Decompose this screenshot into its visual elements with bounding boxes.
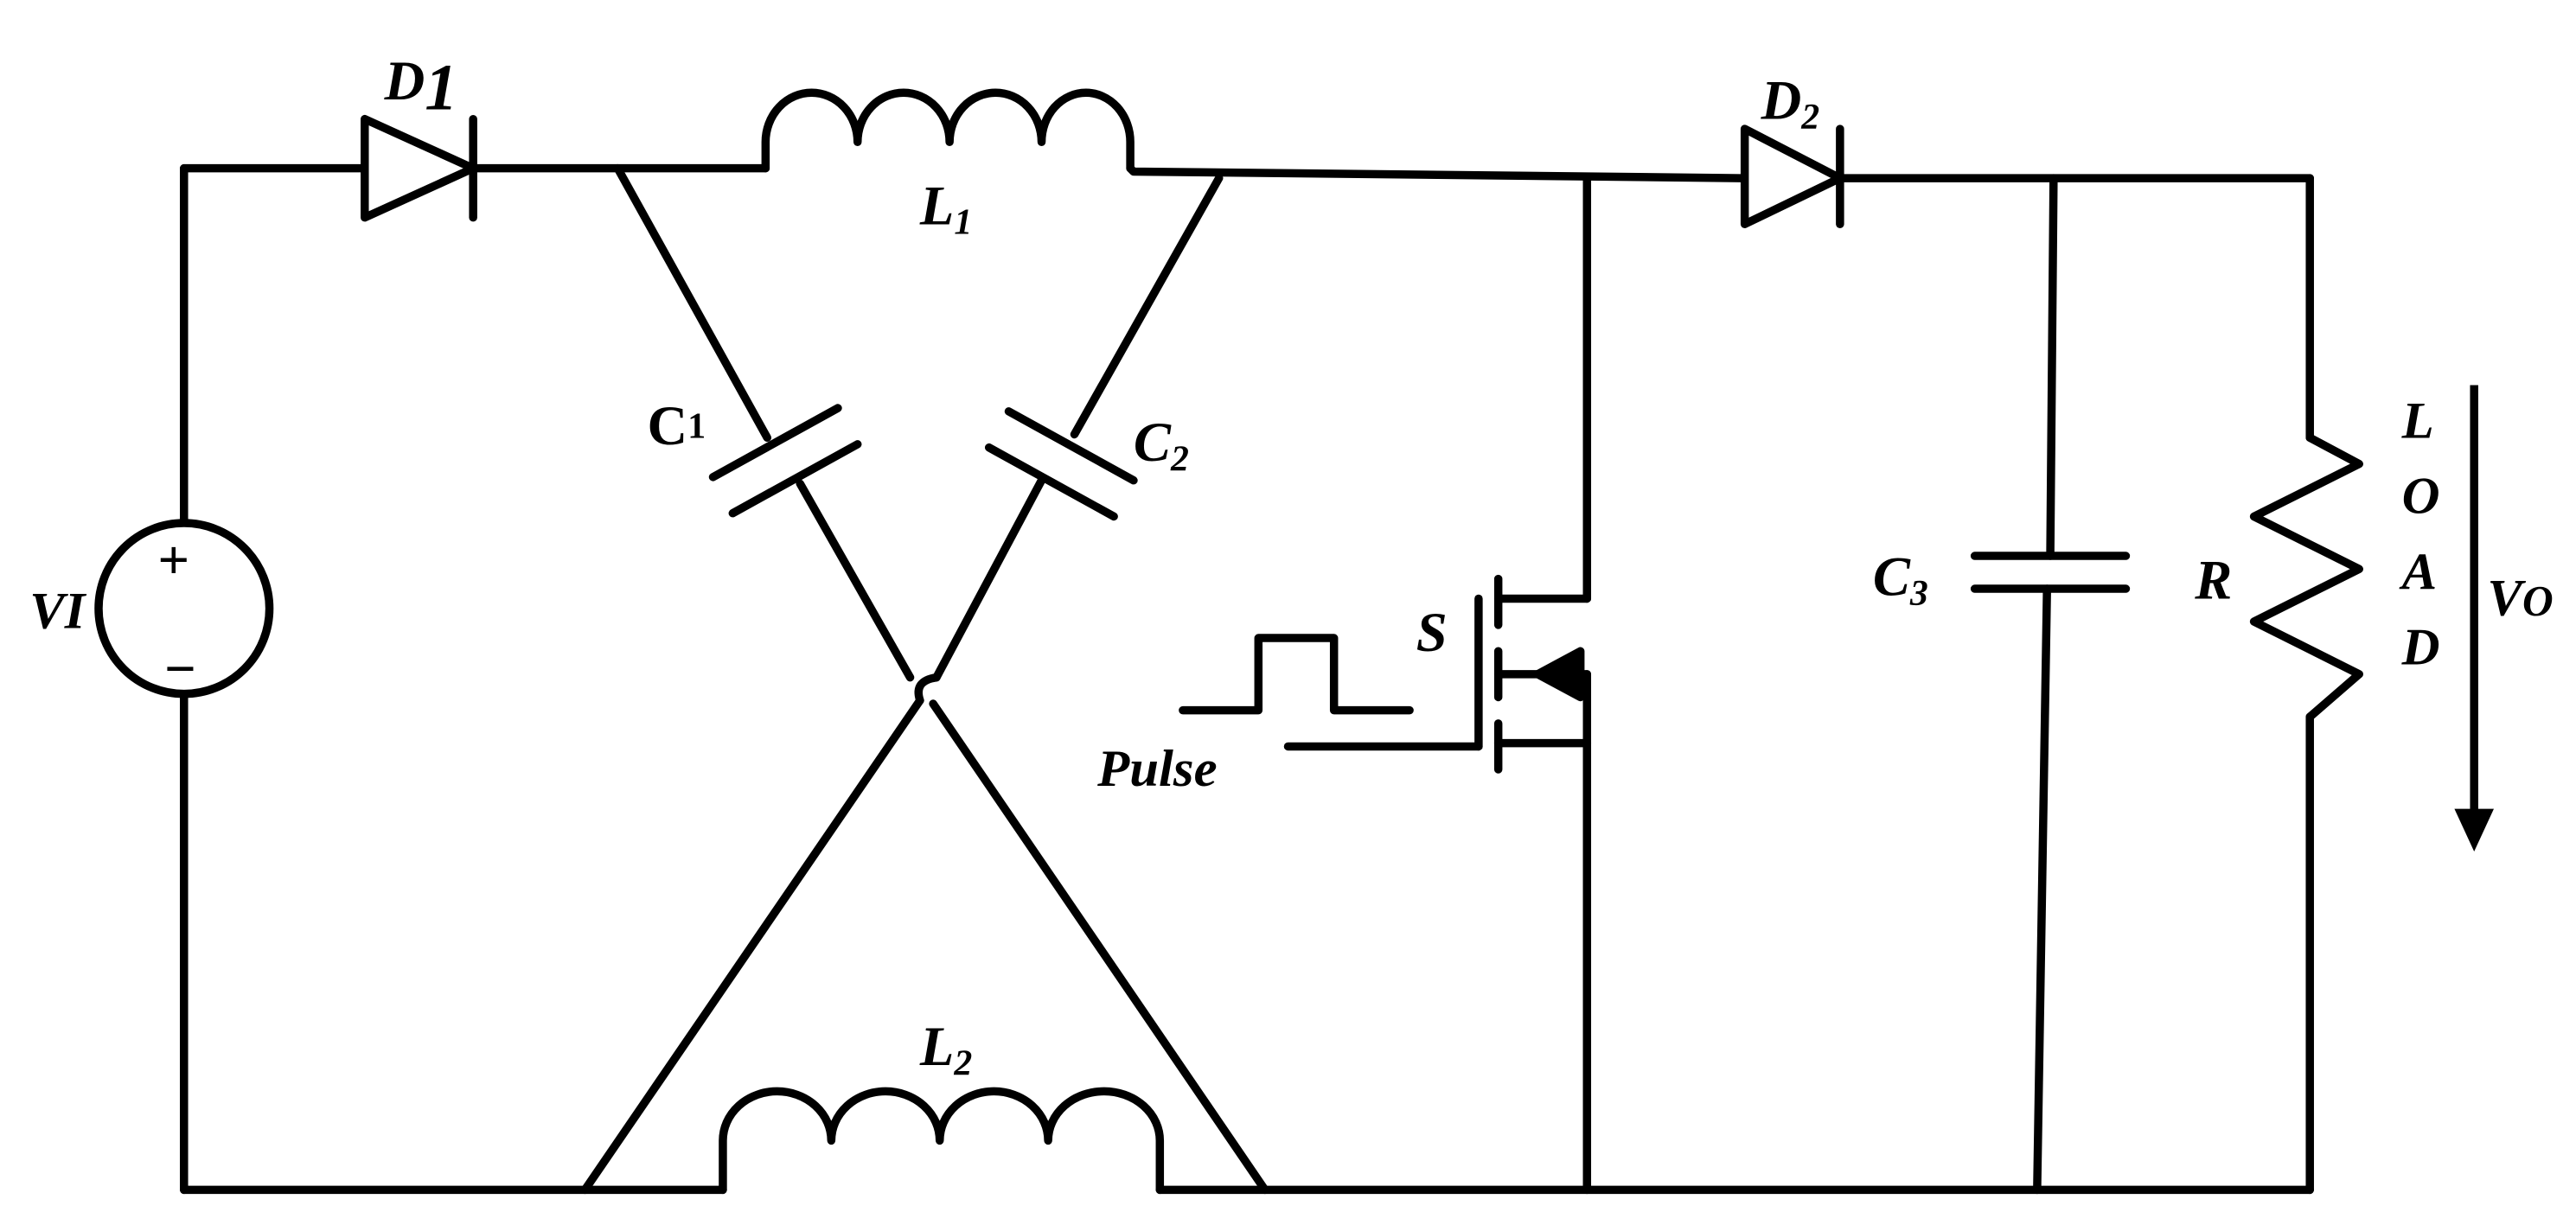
inductor-l2 xyxy=(719,1087,1165,1195)
label-load-a: A xyxy=(2399,543,2438,601)
label-load-l: L xyxy=(2401,392,2434,450)
wires xyxy=(180,163,2314,1195)
label-d1: D1 xyxy=(384,49,458,124)
label-l2: L2 xyxy=(919,1015,972,1083)
output-voltage-arrow xyxy=(2454,385,2495,852)
label-plus: + xyxy=(157,529,189,591)
pulse-waveform xyxy=(1179,634,1414,715)
label-load-o: O xyxy=(2402,468,2440,526)
diode-d1 xyxy=(361,114,477,222)
label-l1: L1 xyxy=(919,174,972,242)
capacitor-c1 xyxy=(708,404,862,518)
label-pulse: Pulse xyxy=(1096,740,1217,798)
label-s: S xyxy=(1416,601,1448,663)
label-load-d: D xyxy=(2401,618,2440,676)
resistor-r xyxy=(2249,433,2363,721)
label-d2: D2 xyxy=(1761,69,1820,137)
label-c3: C3 xyxy=(1873,545,1928,614)
voltage-source-vi xyxy=(94,519,274,698)
label-c2: C2 xyxy=(1134,411,1189,479)
label-r: R xyxy=(2194,548,2232,610)
label-vi: VI xyxy=(29,583,87,641)
inductor-l1 xyxy=(761,88,1135,173)
capacitor-c3 xyxy=(1970,552,2131,593)
mosfet-switch-s xyxy=(1283,574,1592,774)
label-c1: C1 xyxy=(648,394,706,456)
diode-d2 xyxy=(1740,124,1844,229)
cross-branches xyxy=(580,163,1269,1195)
capacitor-c2 xyxy=(984,407,1138,521)
label-vo: VO xyxy=(2487,569,2553,627)
label-minus: − xyxy=(164,637,196,699)
